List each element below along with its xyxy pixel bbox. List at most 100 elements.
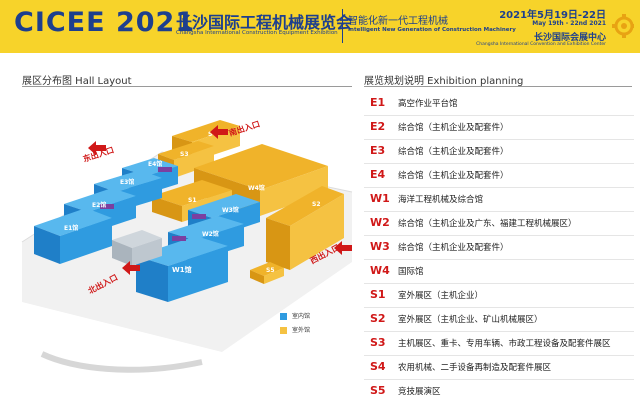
north-entrance-arrow-icon xyxy=(122,261,140,275)
planning-desc: 室外展区（主机企业） xyxy=(398,291,484,301)
row-divider xyxy=(364,115,634,116)
planning-code: S3 xyxy=(370,336,386,349)
row-divider xyxy=(364,283,634,284)
south-entrance-arrow-icon xyxy=(210,125,228,139)
planning-row: S3 主机展区、重卡、专用车辆、市政工程设备及配套件展区 xyxy=(364,332,634,356)
planning-desc: 海洋工程机械及综合馆 xyxy=(398,195,484,205)
hall-e4-label: E4馆 xyxy=(148,160,162,168)
planning-code: E4 xyxy=(370,168,386,181)
hall-e2-label: E2馆 xyxy=(92,201,106,209)
planning-code: W3 xyxy=(370,240,390,253)
dates-cn: 2021年5月19日-22日 xyxy=(499,10,606,21)
planning-desc: 国际馆 xyxy=(398,267,424,277)
hall-s4-label: S4 xyxy=(208,131,217,138)
planning-code: S1 xyxy=(370,288,386,301)
venue-cn: 长沙国际会展中心 xyxy=(533,33,606,43)
planning-row: S1 室外展区（主机企业） xyxy=(364,284,634,308)
exhibition-planning-title: 展览规划说明 Exhibition planning xyxy=(364,76,524,87)
hall-s3-label: S3 xyxy=(180,151,189,158)
south-entrance-label: 南出入口 xyxy=(228,119,262,138)
hall-s2-label: S2 xyxy=(312,201,321,208)
slogan-en: Intelligent New Generation of Constructi… xyxy=(348,27,516,33)
header-banner: CICEE 2021 长沙国际工程机械展览会 Changsha Internat… xyxy=(0,0,640,53)
planning-desc: 综合馆（主机企业及配套件） xyxy=(398,123,509,133)
planning-code: E1 xyxy=(370,96,386,109)
row-divider xyxy=(364,259,634,260)
hall-w2-sign xyxy=(172,236,186,241)
planning-row: W3 综合馆（主机企业及配套件） xyxy=(364,236,634,260)
planning-code: S4 xyxy=(370,360,386,373)
dates-en: May 19th - 22nd 2021 xyxy=(532,20,606,27)
hall-s5-block xyxy=(250,262,284,284)
slogan-cn: 智能化新一代工程机械 xyxy=(348,16,448,27)
hall-e1-label: E1馆 xyxy=(64,224,78,232)
central-building xyxy=(112,230,162,266)
hall-e1-block xyxy=(34,208,112,264)
hall-w2-label: W2馆 xyxy=(202,230,219,238)
planning-code: W1 xyxy=(370,192,390,205)
hall-w3-sign xyxy=(192,214,206,219)
planning-code: S5 xyxy=(370,384,386,397)
row-divider xyxy=(364,235,634,236)
planning-desc: 综合馆（主机企业及配套件） xyxy=(398,147,509,157)
planning-row: E2 综合馆（主机企业及配套件） xyxy=(364,116,634,140)
planning-code: E3 xyxy=(370,144,386,157)
exhibition-planning-list: E1 高空作业平台馆 E2 综合馆（主机企业及配套件） E3 综合馆（主机企业及配套件… xyxy=(364,92,634,404)
venue-en: Changsha International Convention and Ex… xyxy=(476,42,606,47)
hall-w1-block xyxy=(136,236,228,302)
hall-w4-label: W4馆 xyxy=(248,184,265,192)
east-entrance-marker: 东出入口 xyxy=(82,141,115,164)
hall-layout-map: E4馆 E3馆 E2馆 E1馆 W3馆 W2馆 W1馆 W4馆 S4 S3 S1… xyxy=(21,119,353,373)
hall-layout-underline xyxy=(22,86,352,87)
planning-row: W4 国际馆 xyxy=(364,260,634,284)
exhibition-title-cn: 长沙国际工程机械展览会 xyxy=(176,13,353,32)
planning-code: S2 xyxy=(370,312,386,325)
road xyxy=(40,351,203,373)
hall-w3-label: W3馆 xyxy=(222,206,239,214)
planning-code: W2 xyxy=(370,216,390,229)
planning-row: E1 高空作业平台馆 xyxy=(364,92,634,116)
planning-desc: 高空作业平台馆 xyxy=(398,99,458,109)
hall-e3-label: E3馆 xyxy=(120,178,134,186)
planning-desc: 农用机械、二手设备再制造及配套件展区 xyxy=(398,363,552,373)
exhibition-title-en: Changsha International Construction Equi… xyxy=(176,30,338,36)
planning-row: S4 农用机械、二手设备再制造及配套件展区 xyxy=(364,356,634,380)
hall-s2-block xyxy=(266,186,344,270)
row-divider xyxy=(364,355,634,356)
row-divider xyxy=(364,163,634,164)
planning-row: S2 室外展区（主机企业、矿山机械展区） xyxy=(364,308,634,332)
planning-code: W4 xyxy=(370,264,390,277)
west-entrance-arrow-icon xyxy=(334,241,352,255)
hall-s5-label: S5 xyxy=(266,267,275,274)
planning-desc: 室外展区（主机企业、矿山机械展区） xyxy=(398,315,543,325)
cicee-logo: CICEE 2021 xyxy=(14,7,196,38)
hall-layout-title: 展区分布图 Hall Layout xyxy=(22,76,132,87)
planning-desc: 综合馆（主机企业及配套件） xyxy=(398,243,509,253)
row-divider xyxy=(364,379,634,380)
hall-e2-sign xyxy=(100,204,114,209)
planning-desc: 主机展区、重卡、专用车辆、市政工程设备及配套件展区 xyxy=(398,339,611,349)
planning-row: E3 综合馆（主机企业及配套件） xyxy=(364,140,634,164)
east-entrance-arrow-icon xyxy=(88,141,106,155)
planning-row: E4 综合馆（主机企业及配套件） xyxy=(364,164,634,188)
legend-indoor-label: 室内馆 xyxy=(292,313,311,320)
row-divider xyxy=(364,211,634,212)
planning-desc: 综合馆（主机企业及配套件） xyxy=(398,171,509,181)
hall-w1-label: W1馆 xyxy=(172,265,192,274)
legend-outdoor-label: 室外馆 xyxy=(292,327,311,334)
planning-desc: 综合馆（主机企业及广东、福建工程机械展区） xyxy=(398,219,577,229)
planning-row: W1 海洋工程机械及综合馆 xyxy=(364,188,634,212)
row-divider xyxy=(364,187,634,188)
legend-outdoor-swatch xyxy=(280,327,287,334)
gear-decoration-icon xyxy=(612,14,634,38)
hall-e4-sign xyxy=(158,167,172,172)
row-divider xyxy=(364,139,634,140)
exhibition-planning-underline xyxy=(364,86,632,87)
legend-indoor-swatch xyxy=(280,313,287,320)
planning-desc: 竞技展演区 xyxy=(398,387,441,397)
planning-code: E2 xyxy=(370,120,386,133)
hall-s1-label: S1 xyxy=(188,197,197,204)
row-divider xyxy=(364,331,634,332)
row-divider xyxy=(364,307,634,308)
header-divider xyxy=(342,9,343,43)
